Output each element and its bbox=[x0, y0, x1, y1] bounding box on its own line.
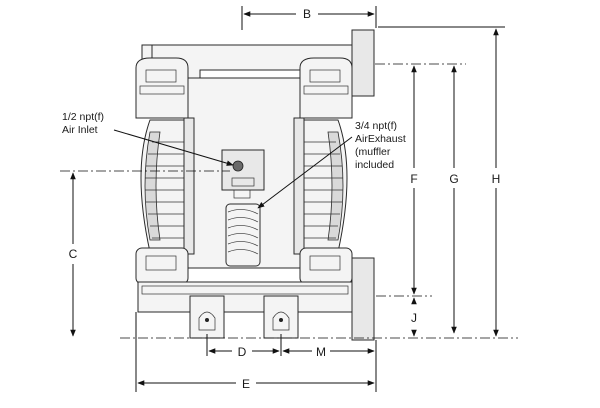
left-fluid-cap bbox=[140, 117, 195, 255]
dim-label-m: M bbox=[316, 345, 326, 359]
left-foot bbox=[189, 295, 225, 339]
dimension-j: J bbox=[411, 297, 417, 337]
dimension-e: E bbox=[135, 312, 375, 392]
suction-flange bbox=[351, 257, 375, 341]
air-inlet-callout: 1/2 npt(f) Air Inlet bbox=[62, 111, 234, 166]
air-exhaust-label-size: 3/4 npt(f) bbox=[355, 120, 397, 132]
dimension-h: H bbox=[378, 26, 505, 337]
dimension-d: D bbox=[206, 334, 282, 359]
dimension-b: B bbox=[241, 6, 377, 30]
top-right-clamp bbox=[299, 57, 353, 119]
air-inlet-label-size: 1/2 npt(f) bbox=[62, 111, 104, 123]
right-fluid-cap bbox=[293, 117, 348, 255]
air-exhaust-label-note2: included bbox=[355, 159, 394, 171]
dim-label-h: H bbox=[492, 172, 501, 186]
air-exhaust-callout: 3/4 npt(f) AirExhaust (muffler included bbox=[257, 120, 406, 209]
discharge-flange bbox=[351, 29, 375, 97]
air-exhaust-leader bbox=[257, 136, 353, 209]
bottom-left-clamp bbox=[135, 247, 189, 285]
top-left-clamp bbox=[135, 57, 189, 119]
air-valve bbox=[221, 149, 265, 191]
dim-label-b: B bbox=[303, 7, 311, 21]
air-exhaust-label-note1: (muffler bbox=[355, 146, 391, 158]
right-foot bbox=[263, 295, 299, 339]
dimension-f: F bbox=[376, 65, 432, 297]
dim-label-f: F bbox=[410, 172, 417, 186]
dim-label-c: C bbox=[69, 247, 78, 261]
air-inlet-label-name: Air Inlet bbox=[62, 124, 98, 136]
dim-label-e: E bbox=[242, 377, 250, 391]
dimension-m: M bbox=[282, 340, 377, 392]
bottom-right-clamp bbox=[299, 247, 353, 285]
air-exhaust-label-name: AirExhaust bbox=[355, 133, 406, 145]
muffler bbox=[225, 203, 261, 267]
dimension-c: C bbox=[60, 170, 230, 337]
dim-label-j: J bbox=[411, 311, 417, 325]
dimension-g: G bbox=[375, 63, 466, 334]
dim-label-g: G bbox=[449, 172, 458, 186]
dim-label-d: D bbox=[238, 345, 247, 359]
air-inlet-leader bbox=[113, 129, 234, 166]
air-inlet-port bbox=[232, 160, 244, 172]
pump-body bbox=[135, 29, 375, 341]
